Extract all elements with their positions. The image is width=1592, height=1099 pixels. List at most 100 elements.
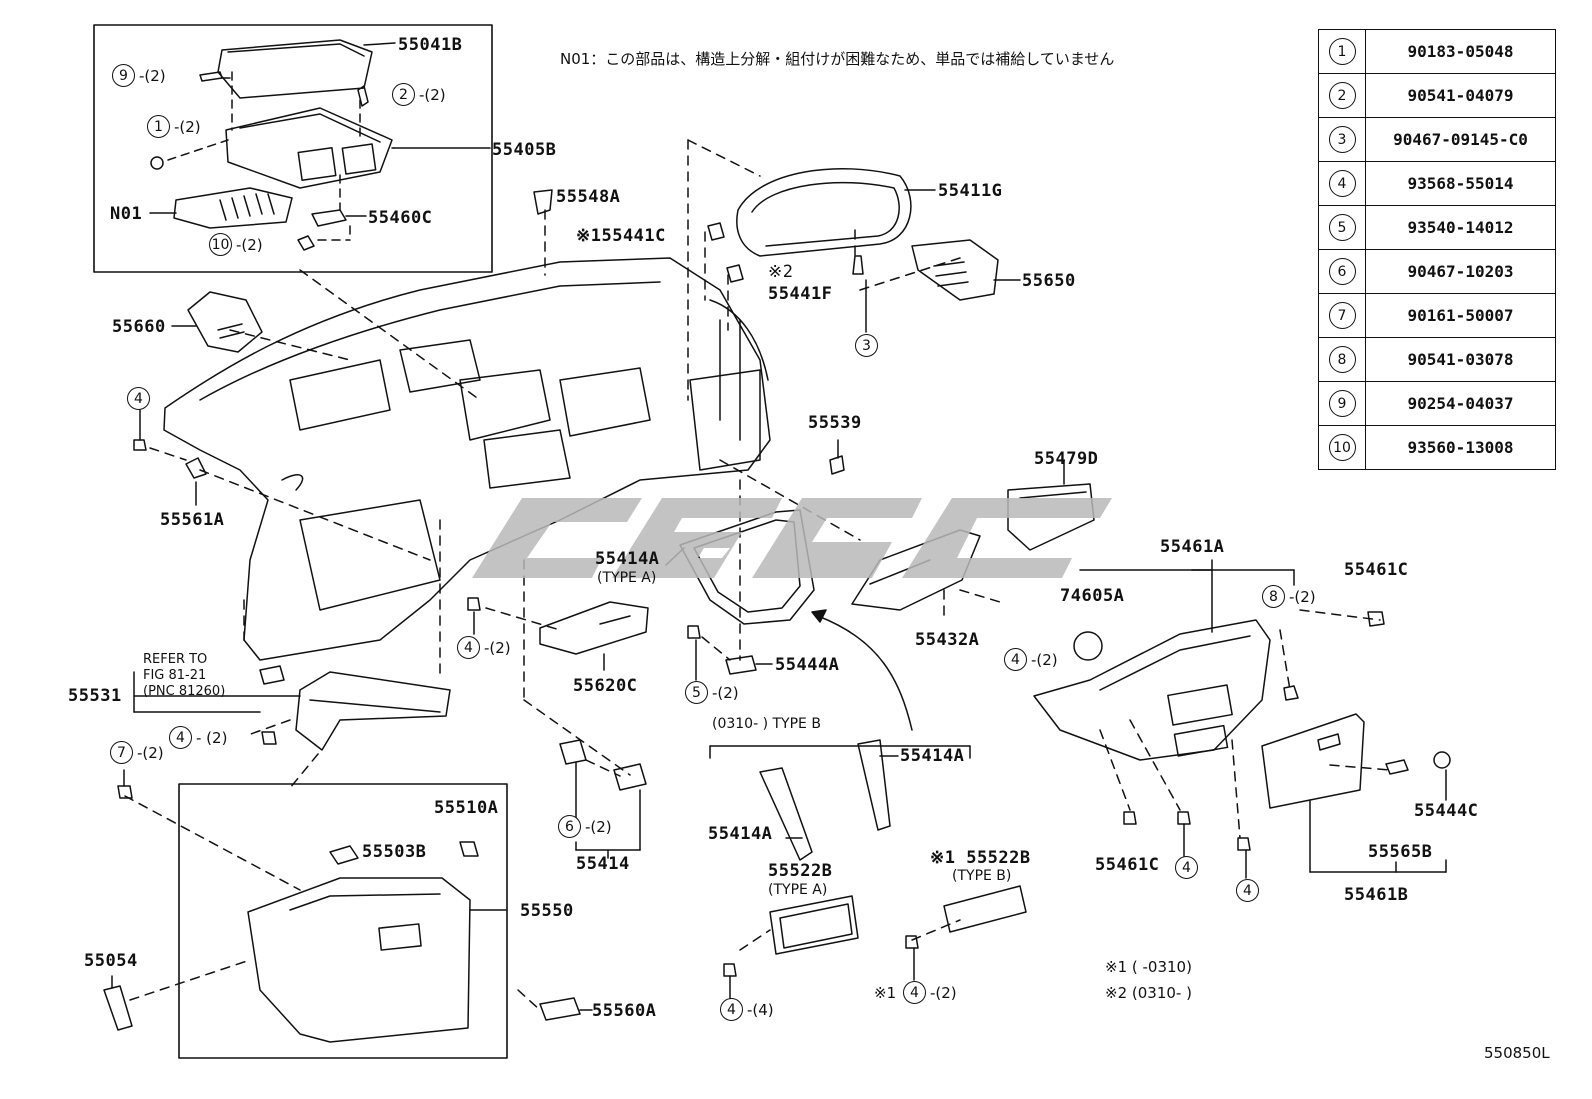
label-n01[interactable]: N01 xyxy=(110,204,143,224)
callout-4-trim-a[interactable]: 4 xyxy=(720,998,743,1021)
callout-4-panel[interactable]: 4 xyxy=(1004,648,1027,671)
label-55539[interactable]: 55539 xyxy=(808,413,862,433)
console-55461a-shape xyxy=(1033,619,1271,761)
qty-4c: -(2) xyxy=(1031,651,1058,669)
vent-55660-shape xyxy=(187,291,263,353)
figure-code: 550850L xyxy=(1484,1044,1550,1062)
qty-4d: -(4) xyxy=(747,1001,774,1019)
inset-box-glove-box xyxy=(178,783,508,1059)
part-number: 90183-05048 xyxy=(1365,29,1556,74)
glove-box-55550-shape xyxy=(247,877,471,1043)
label-type-b-2: (TYPE B) xyxy=(952,868,1012,884)
housing-55405b-shape xyxy=(225,107,393,189)
label-55444a[interactable]: 55444A xyxy=(775,655,840,675)
callout-9[interactable]: 9 xyxy=(112,64,135,87)
ref-circle: 3 xyxy=(1328,126,1356,153)
label-55461b[interactable]: 55461B xyxy=(1344,885,1409,905)
callout-4-bracket[interactable]: 4 xyxy=(169,726,192,749)
watermark-logo xyxy=(472,498,1112,578)
qty-6: -(2) xyxy=(585,818,612,836)
label-55565b[interactable]: 55565B xyxy=(1368,842,1433,862)
callout-5[interactable]: 5 xyxy=(685,681,708,704)
label-55041b[interactable]: 55041B xyxy=(398,35,463,55)
parts-table-row: 10 93560-13008 xyxy=(1318,425,1556,470)
qty-5: -(2) xyxy=(712,684,739,702)
label-55510a[interactable]: 55510A xyxy=(434,798,499,818)
qty-2: -(2) xyxy=(419,86,446,104)
callout-4-trim-b[interactable]: 4 xyxy=(903,981,926,1004)
qty-4e: -(2) xyxy=(930,984,957,1002)
callout-10[interactable]: 10 xyxy=(209,233,232,256)
label-55461c-bottom[interactable]: 55461C xyxy=(1095,855,1160,875)
ref-circle: 4 xyxy=(1328,170,1356,197)
label-55441f[interactable]: 55441F xyxy=(768,284,833,304)
callout-4-console-1[interactable]: 4 xyxy=(1175,856,1198,879)
label-55444c[interactable]: 55444C xyxy=(1414,801,1479,821)
label-55620c[interactable]: 55620C xyxy=(573,676,638,696)
parts-table-row: 3 90467-09145-C0 xyxy=(1318,117,1556,162)
callout-1[interactable]: 1 xyxy=(147,115,170,138)
vent-n01-shape xyxy=(173,187,293,229)
callout-2[interactable]: 2 xyxy=(392,83,415,106)
callout-3[interactable]: 3 xyxy=(855,334,878,357)
label-55461a[interactable]: 55461A xyxy=(1160,537,1225,557)
label-55441c[interactable]: ※155441C xyxy=(576,226,666,246)
instrument-panel-shape xyxy=(163,257,771,661)
parts-table-row: 5 93540-14012 xyxy=(1318,205,1556,250)
qty-7: -(2) xyxy=(137,744,164,762)
label-55531[interactable]: 55531 xyxy=(68,686,122,706)
label-74605a[interactable]: 74605A xyxy=(1060,586,1125,606)
hood-55411g-shape xyxy=(736,167,912,257)
label-55479d[interactable]: 55479D xyxy=(1034,449,1099,469)
part-number: 93560-13008 xyxy=(1365,425,1556,470)
label-55503b[interactable]: 55503B xyxy=(362,842,427,862)
label-55054[interactable]: 55054 xyxy=(84,951,138,971)
label-type-a: (TYPE A) xyxy=(597,570,657,586)
ref-circle: 8 xyxy=(1328,346,1356,373)
ref-circle: 7 xyxy=(1328,302,1356,329)
ref-circle: 6 xyxy=(1328,258,1356,285)
label-55414a-type-b-2[interactable]: 55414A xyxy=(708,824,773,844)
label-55522b-type-a[interactable]: 55522B xyxy=(768,861,833,881)
label-55548a[interactable]: 55548A xyxy=(556,187,621,207)
part-number: 90541-03078 xyxy=(1365,337,1556,382)
ref-circle: 1 xyxy=(1328,38,1356,65)
label-55461c-top[interactable]: 55461C xyxy=(1344,560,1409,580)
label-55660[interactable]: 55660 xyxy=(112,317,166,337)
bracket-55531-shape xyxy=(295,671,451,751)
label-55414a-type-a[interactable]: 55414A xyxy=(595,549,660,569)
parts-table-row: 8 90541-03078 xyxy=(1318,337,1556,382)
part-number: 90467-09145-C0 xyxy=(1365,117,1556,162)
label-55560a[interactable]: 55560A xyxy=(592,1001,657,1021)
callout-7[interactable]: 7 xyxy=(110,741,133,764)
qty-4b: - (2) xyxy=(196,729,228,747)
header-note: N01：この部品は、構造上分解・組付けが困難なため、単品では補給していません xyxy=(560,50,1115,68)
callout-4-left[interactable]: 4 xyxy=(127,387,150,410)
label-55460c[interactable]: 55460C xyxy=(368,208,433,228)
label-55522b-type-b[interactable]: ※1 55522B xyxy=(930,848,1031,868)
label-55432a[interactable]: 55432A xyxy=(915,630,980,650)
label-55561a[interactable]: 55561A xyxy=(160,510,225,530)
label-55414[interactable]: 55414 xyxy=(576,854,630,874)
ref-circle: 10 xyxy=(1328,434,1356,461)
callout-6[interactable]: 6 xyxy=(558,815,581,838)
qty-4a: -(2) xyxy=(484,639,511,657)
label-55405b[interactable]: 55405B xyxy=(492,140,557,160)
inset-box-center-vent xyxy=(93,24,493,273)
ref-circle: 5 xyxy=(1328,214,1356,241)
callout-4-mid[interactable]: 4 xyxy=(457,636,480,659)
label-55550[interactable]: 55550 xyxy=(520,901,574,921)
callout-4-console-2[interactable]: 4 xyxy=(1236,879,1259,902)
label-55411g[interactable]: 55411G xyxy=(938,181,1003,201)
label-55414a-type-b[interactable]: 55414A xyxy=(900,746,965,766)
label-55650[interactable]: 55650 xyxy=(1022,271,1076,291)
footnote-mark-1: ※1 xyxy=(874,984,897,1002)
callout-8[interactable]: 8 xyxy=(1262,585,1285,608)
refer-to-line2[interactable]: FIG 81-21 xyxy=(143,668,207,683)
part-number: 93540-14012 xyxy=(1365,205,1556,250)
